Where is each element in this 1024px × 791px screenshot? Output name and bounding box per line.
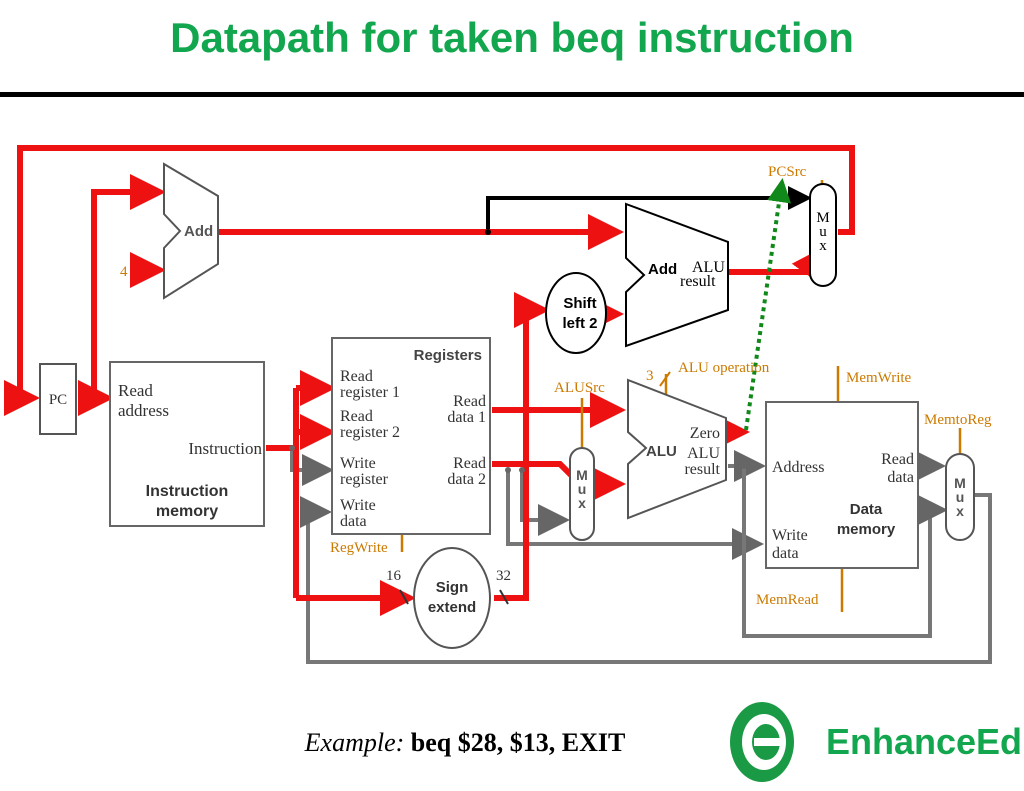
memtoreg-mux-m: M (954, 475, 966, 491)
regs-rr1-b: register 1 (340, 384, 400, 401)
alu-operation-label: ALU operation (678, 360, 770, 376)
memwrite-label: MemWrite (846, 370, 912, 386)
dmem-read-label-2: data (887, 469, 914, 486)
regs-rd1-b: data 1 (447, 409, 486, 426)
bits-slash-3 (659, 371, 671, 387)
shift-label-1: Shift (563, 295, 596, 312)
regwrite-label: RegWrite (330, 540, 388, 556)
regs-wr-b: register (340, 471, 389, 488)
pc-mux-m: M (816, 210, 829, 226)
dmem-address-label: Address (772, 459, 824, 476)
inactive-wires (290, 448, 992, 664)
regs-title: Registers (414, 347, 482, 364)
memtoreg-mux-u: u (956, 489, 965, 505)
alu-zero-label: Zero (690, 425, 720, 442)
shift-label-2: left 2 (562, 315, 597, 332)
wire-pc4-to-mux (486, 186, 812, 232)
pcsrc-label: PCSrc (768, 164, 807, 180)
pc-register (39, 363, 77, 435)
const-4-label: 4 (120, 264, 128, 280)
active-wires (4, 145, 855, 616)
sign-extend (413, 547, 491, 649)
branch-alu-label: ALU (692, 259, 725, 276)
alusrc-label: ALUSrc (554, 380, 605, 396)
dmem-write-label-2: data (772, 545, 799, 562)
imem-name-2: memory (156, 503, 218, 520)
wire-alu-bypass (742, 466, 948, 638)
bits-32-label: 32 (496, 568, 511, 584)
zero-pcsrc-signal (744, 178, 792, 431)
junction-black (485, 229, 491, 235)
page-title: Datapath for taken beq instruction (170, 14, 854, 61)
wire-rd2-mux (520, 470, 570, 536)
regs-rd2-b: data 2 (447, 471, 486, 488)
alu-op-bits-label: 3 (646, 368, 654, 384)
regs-rr1-a: Read (340, 368, 373, 385)
sign-label-1: Sign (436, 579, 469, 596)
wire-write-register (290, 448, 334, 486)
title-divider (0, 92, 1024, 97)
example-prefix: Example: (304, 728, 405, 757)
example-instruction: beq $28, $13, EXIT (410, 728, 626, 757)
dmem-name-2: memory (837, 521, 896, 538)
regs-rr2-b: register 2 (340, 424, 400, 441)
regs-rd2-a: Read (453, 455, 486, 472)
alusrc-mux-m: M (576, 467, 588, 483)
wire-mux-to-pc (4, 145, 855, 416)
register-file (331, 337, 491, 535)
imem-name-1: Instruction (146, 483, 229, 500)
instruction-memory (109, 361, 265, 527)
alu-label: ALU (646, 443, 677, 460)
data-memory (765, 401, 919, 569)
junction-dots (289, 445, 747, 473)
dmem-read-label-1: Read (881, 451, 914, 468)
enhanceedu-logo: EnhanceEdu (730, 702, 1024, 782)
regs-rr2-a: Read (340, 408, 373, 425)
memtoreg-mux-x: x (956, 503, 964, 519)
wire-pc-to-adder (91, 174, 166, 398)
regs-wd-a: Write (340, 497, 376, 514)
alu (627, 378, 727, 520)
imem-read-label-1: Read (118, 381, 153, 400)
wire-rd2-to-dmem (506, 470, 764, 560)
alusrc-mux-u: u (578, 481, 587, 497)
pc-mux-x: x (819, 238, 827, 254)
bits-slash-16 (399, 589, 409, 605)
branch-result-label: result (680, 273, 716, 290)
bits-slash-32 (499, 589, 509, 605)
memtoreg-label: MemtoReg (924, 412, 992, 428)
memtoreg-mux (945, 453, 975, 541)
wire-rd2-to-mux (492, 461, 626, 502)
branch-adder-label: Add (648, 261, 677, 278)
bits-16-label: 16 (386, 568, 402, 584)
alusrc-mux-x: x (578, 495, 586, 511)
branch-adder (625, 202, 729, 348)
sign-label-2: extend (428, 599, 476, 616)
alu-res-label-1: ALU (687, 445, 720, 462)
regs-rd1-a: Read (453, 393, 486, 410)
imem-instruction-label: Instruction (188, 439, 262, 458)
pc-label: PC (49, 392, 67, 408)
shift-left-2 (545, 272, 607, 354)
regs-wd-b: data (340, 513, 367, 530)
imem-read-label-2: address (118, 401, 169, 420)
example-caption: Example: beq $28, $13, EXIT (0, 728, 930, 758)
wire-signext-out (494, 292, 550, 601)
dmem-write-label-1: Write (772, 527, 808, 544)
memread-label: MemRead (756, 592, 819, 608)
logo-text: EnhanceEdu (826, 721, 1024, 762)
dmem-name-1: Data (850, 501, 883, 518)
alu-res-label-2: result (684, 461, 720, 478)
pc-adder (163, 162, 219, 300)
pc-mux-u: u (819, 224, 827, 240)
wire-writeback (300, 493, 992, 664)
pc-adder-label: Add (184, 223, 213, 240)
regs-wr-a: Write (340, 455, 376, 472)
pc-mux (809, 183, 837, 287)
alusrc-mux (569, 447, 595, 541)
